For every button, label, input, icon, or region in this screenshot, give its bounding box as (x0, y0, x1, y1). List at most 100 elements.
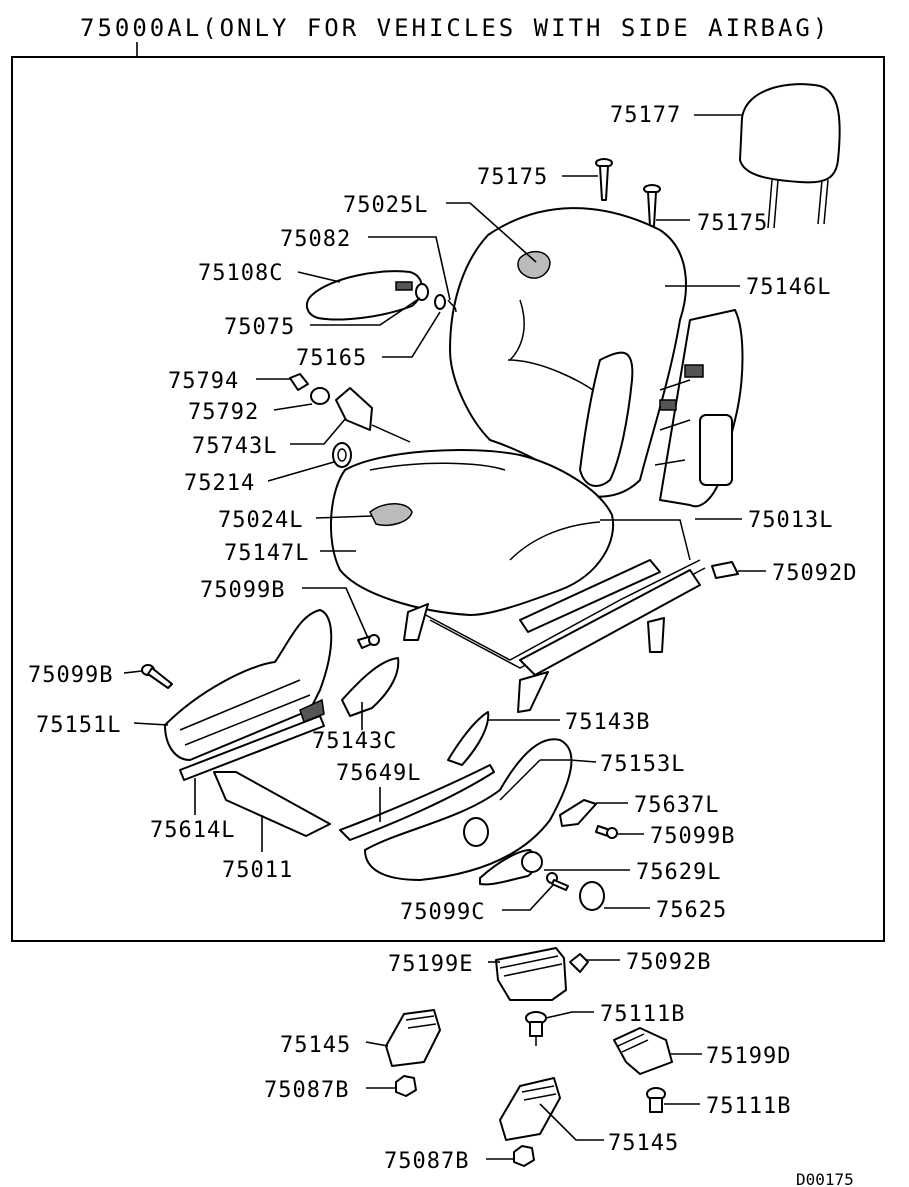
label-75075[interactable]: 75075 (224, 315, 295, 340)
spring-clip-75082[interactable] (447, 299, 457, 313)
leader-75024l (315, 515, 373, 519)
label-75165[interactable]: 75165 (296, 346, 367, 371)
nut-75087b-b[interactable] (513, 1145, 535, 1167)
leader-75214 (267, 461, 335, 482)
label-75743l[interactable]: 75743L (192, 434, 277, 459)
label-75145-a[interactable]: 75145 (280, 1033, 351, 1058)
screw-75099c[interactable] (546, 872, 569, 891)
leader-75153l (540, 759, 597, 763)
leader-75151l (133, 722, 169, 726)
grommet-75214[interactable] (332, 442, 352, 468)
leader-75075 (310, 297, 421, 326)
label-75082[interactable]: 75082 (280, 227, 351, 252)
label-75153l[interactable]: 75153L (600, 752, 685, 777)
leader-75743l (290, 417, 347, 445)
leader-75025l (446, 202, 537, 263)
label-75199d[interactable]: 75199D (706, 1044, 791, 1069)
seat-cushion-75147l[interactable] (330, 449, 615, 616)
label-75108c[interactable]: 75108C (198, 261, 283, 286)
leader-75099b-a (302, 587, 369, 639)
cover-75199e[interactable] (495, 947, 567, 1001)
label-75792[interactable]: 75792 (188, 400, 259, 425)
label-75625[interactable]: 75625 (656, 898, 727, 923)
label-75092d[interactable]: 75092D (772, 561, 857, 586)
label-75024l[interactable]: 75024L (218, 508, 303, 533)
bolt-75111b-b[interactable] (646, 1087, 666, 1113)
strip-75614l[interactable] (179, 715, 325, 781)
headrest-part[interactable] (739, 83, 841, 229)
headrest-guide-left[interactable] (595, 158, 613, 201)
leader-75099b-b (123, 670, 143, 674)
bracket-75743l[interactable] (335, 387, 411, 443)
cover-75143c[interactable] (341, 657, 400, 717)
screw-75099b-a[interactable] (357, 634, 380, 649)
label-75087b-a[interactable]: 75087B (264, 1078, 349, 1103)
label-75175-a[interactable]: 75175 (477, 165, 548, 190)
diagram-title: 75000AL(ONLY FOR VEHICLES WITH SIDE AIRB… (80, 14, 830, 42)
leader-75165 (382, 311, 441, 358)
garnish-75143b[interactable] (447, 711, 490, 766)
armrest-part-75108c[interactable] (305, 270, 423, 321)
leader-75145-b (539, 1103, 604, 1141)
label-75099c[interactable]: 75099C (400, 900, 485, 925)
label-75099b-b[interactable]: 75099B (28, 663, 113, 688)
inner-shield-75153l[interactable] (364, 738, 573, 881)
label-75099b-a[interactable]: 75099B (200, 578, 285, 603)
label-75025l[interactable]: 75025L (343, 193, 428, 218)
seat-slide-frame[interactable] (403, 519, 706, 713)
cover-75145-b[interactable] (499, 1077, 561, 1141)
lever-75629l[interactable] (479, 849, 543, 886)
label-75794[interactable]: 75794 (168, 369, 239, 394)
leader-75111b-a (545, 1011, 594, 1019)
cushion-pad-75024l[interactable] (369, 503, 413, 526)
label-75177[interactable]: 75177 (610, 103, 681, 128)
label-75175-b[interactable]: 75175 (697, 211, 768, 236)
leader-75145-a (365, 1041, 389, 1047)
outer-shield-75151l[interactable] (164, 609, 333, 761)
label-75649l[interactable]: 75649L (336, 761, 421, 786)
clip-75092d[interactable] (711, 561, 739, 579)
leader-75082 (368, 236, 451, 301)
label-75637l[interactable]: 75637L (634, 793, 719, 818)
washer-75165[interactable] (434, 294, 446, 310)
bushing-75792[interactable] (310, 387, 330, 405)
label-75143c[interactable]: 75143C (312, 729, 397, 754)
label-75013l[interactable]: 75013L (748, 508, 833, 533)
cap-75794[interactable] (289, 373, 309, 391)
leader-75099c (502, 883, 555, 911)
label-75111b-a[interactable]: 75111B (600, 1002, 685, 1027)
seatback-part[interactable] (449, 207, 687, 498)
label-75214[interactable]: 75214 (184, 471, 255, 496)
cover-75199d[interactable] (613, 1027, 673, 1075)
seatback-frame-75013l[interactable] (654, 309, 744, 508)
trim-75649l[interactable] (339, 764, 495, 841)
label-75099b-c[interactable]: 75099B (650, 824, 735, 849)
label-75143b[interactable]: 75143B (565, 710, 650, 735)
label-75092b[interactable]: 75092B (626, 950, 711, 975)
leader-75108c (297, 271, 341, 283)
cover-75145-a[interactable] (385, 1009, 441, 1067)
cap-75625[interactable] (579, 881, 605, 911)
label-75087b-b[interactable]: 75087B (384, 1149, 469, 1174)
label-75145-b[interactable]: 75145 (608, 1131, 679, 1156)
label-75629l[interactable]: 75629L (636, 860, 721, 885)
label-75146l[interactable]: 75146L (746, 275, 831, 300)
screw-75099b-c[interactable] (595, 825, 618, 839)
label-75147l[interactable]: 75147L (224, 541, 309, 566)
clip-75092b[interactable] (569, 953, 589, 973)
armrest-pivot-75075[interactable] (395, 281, 429, 301)
screw-75099b-b[interactable] (141, 664, 173, 689)
label-75614l[interactable]: 75614L (150, 818, 235, 843)
label-75199e[interactable]: 75199E (388, 952, 473, 977)
nut-75087b-a[interactable] (395, 1075, 417, 1097)
plate-75011[interactable] (213, 771, 331, 837)
label-75151l[interactable]: 75151L (36, 713, 121, 738)
knob-75637l[interactable] (559, 799, 597, 827)
label-75011[interactable]: 75011 (222, 858, 293, 883)
label-75111b-b[interactable]: 75111B (706, 1094, 791, 1119)
bolt-75111b-a[interactable] (525, 1011, 547, 1046)
seatback-pad-75025l[interactable] (517, 250, 551, 279)
drawing-code: D00175 (796, 1170, 854, 1187)
